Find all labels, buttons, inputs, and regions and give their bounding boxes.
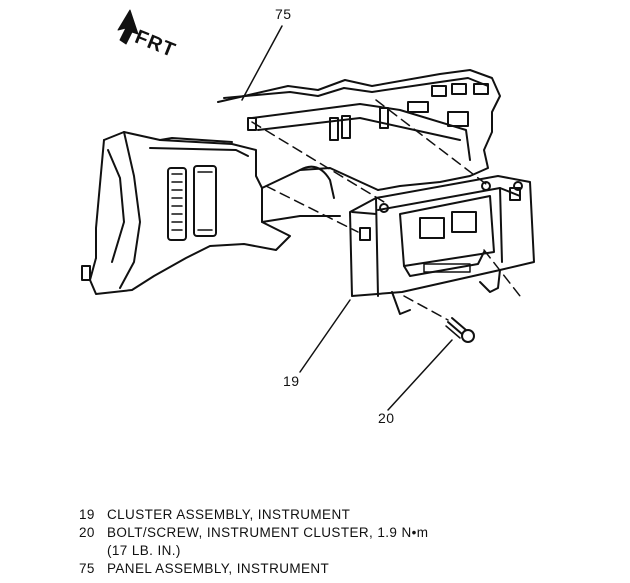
parts-legend: 19 CLUSTER ASSEMBLY, INSTRUMENT 20 BOLT/… (79, 506, 619, 578)
legend-item-number: 19 (79, 507, 95, 522)
legend-item-number: 75 (79, 561, 95, 576)
exploded-view-drawing (81, 9, 535, 411)
callout-75: 75 (275, 6, 292, 22)
bolt-screw-icon (445, 317, 475, 343)
instrument-panel-assembly (81, 69, 501, 295)
legend-item: 75 PANEL ASSEMBLY, INSTRUMENT (79, 560, 619, 578)
legend-item-text: CLUSTER ASSEMBLY, INSTRUMENT (107, 507, 351, 522)
instrument-cluster-assembly (349, 175, 535, 315)
alignment-lines (251, 99, 521, 321)
legend-item-text: PANEL ASSEMBLY, INSTRUMENT (107, 561, 330, 576)
legend-item: 20 BOLT/SCREW, INSTRUMENT CLUSTER, 1.9 N… (79, 524, 619, 542)
callout-20: 20 (378, 410, 395, 426)
legend-item-continuation: (17 LB. IN.) (107, 543, 181, 558)
front-direction-arrow-icon (117, 9, 139, 45)
legend-item-number: 20 (79, 525, 95, 540)
callout-19: 19 (283, 373, 300, 389)
leader-lines (241, 25, 453, 411)
legend-item: 19 CLUSTER ASSEMBLY, INSTRUMENT (79, 506, 619, 524)
legend-item-text: BOLT/SCREW, INSTRUMENT CLUSTER, 1.9 N•m (107, 525, 429, 540)
